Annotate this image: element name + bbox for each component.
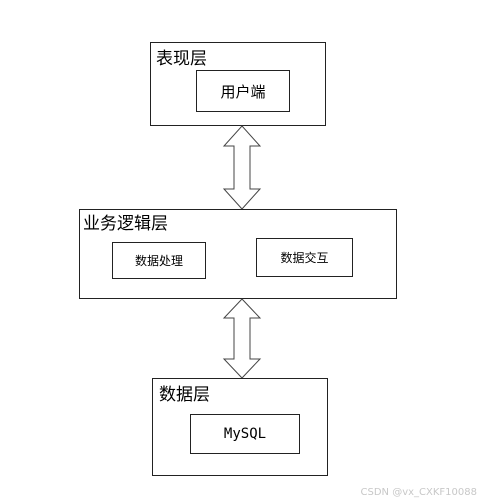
business-logic-layer-title: 业务逻辑层 (83, 214, 168, 234)
data-processing-box: 数据处理 (112, 242, 206, 279)
data-layer: 数据层 MySQL (152, 378, 328, 476)
presentation-layer-title: 表现层 (156, 49, 207, 69)
data-layer-title: 数据层 (159, 385, 210, 405)
presentation-layer: 表现层 用户端 (150, 42, 326, 126)
mysql-box: MySQL (190, 414, 300, 454)
bidirectional-arrow-top (222, 125, 262, 210)
data-interaction-box: 数据交互 (256, 238, 353, 277)
client-box: 用户端 (196, 70, 290, 112)
bidirectional-arrow-bottom (222, 298, 262, 379)
business-logic-layer: 业务逻辑层 数据处理 数据交互 (79, 209, 397, 299)
watermark: CSDN @vx_CXKF10088 (360, 487, 477, 498)
